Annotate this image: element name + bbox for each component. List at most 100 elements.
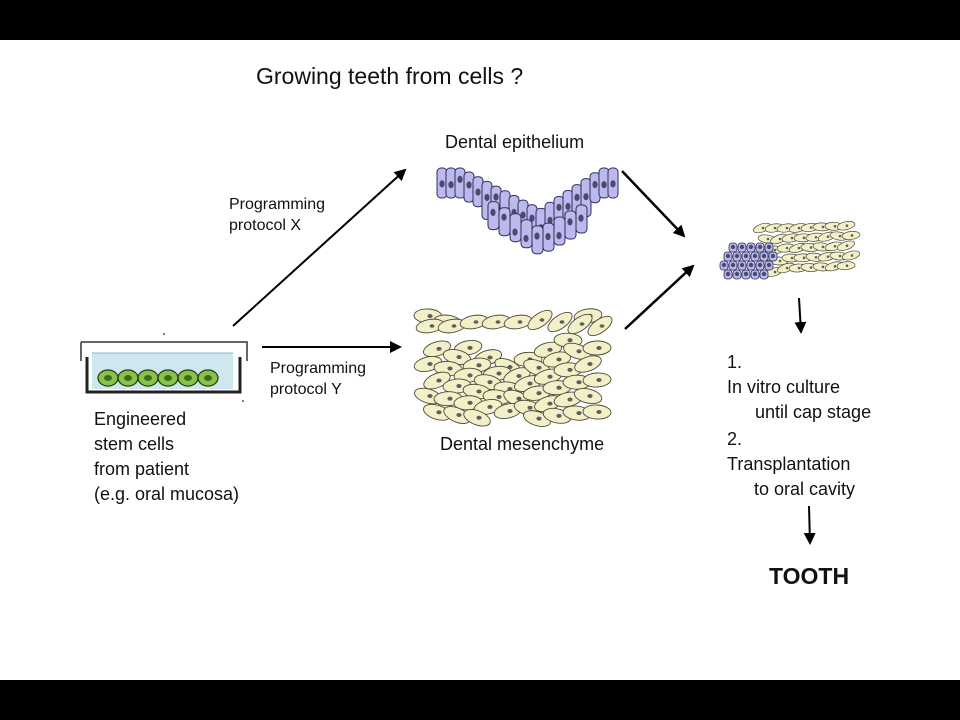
epithelium-nucleus bbox=[520, 211, 526, 219]
germ-epithelium-nucleus bbox=[748, 244, 754, 250]
germ-epithelium-nucleus bbox=[721, 262, 727, 268]
mesenchyme-nucleus bbox=[596, 378, 602, 382]
germ-mesenchyme-nucleus bbox=[826, 255, 830, 258]
protocol-x-label: Programming protocol X bbox=[229, 194, 325, 236]
germ-mesenchyme-nucleus bbox=[790, 256, 794, 260]
mesenchyme-nucleus bbox=[427, 314, 433, 318]
mesenchyme-nucleus bbox=[507, 409, 513, 414]
slide: Growing teeth from cells ? Engineered st… bbox=[0, 40, 960, 680]
mesenchyme-nucleus bbox=[467, 345, 473, 350]
germ-mesenchyme-nucleus bbox=[809, 246, 813, 249]
mesenchyme-nucleus bbox=[527, 381, 533, 386]
germ-mesenchyme-nucleus bbox=[845, 244, 849, 247]
germ-mesenchyme-nucleus bbox=[785, 246, 789, 250]
epithelium-nucleus bbox=[547, 216, 553, 224]
stem-cell-nucleus bbox=[144, 375, 152, 381]
epithelium-nucleus bbox=[523, 234, 529, 243]
tooth-result-label: TOOTH bbox=[769, 563, 850, 589]
epithelium-nucleus bbox=[610, 180, 616, 188]
germ-mesenchyme-nucleus bbox=[785, 266, 789, 270]
mesenchyme-nucleus bbox=[539, 318, 545, 322]
mesenchyme-nucleus bbox=[476, 363, 482, 368]
germ-mesenchyme-nucleus bbox=[821, 245, 825, 249]
germ-mesenchyme-nucleus bbox=[766, 237, 770, 241]
germ-mesenchyme-nucleus bbox=[850, 234, 854, 237]
source-line: Engineered bbox=[94, 409, 187, 429]
mesenchyme-nucleus bbox=[576, 349, 582, 354]
mesenchyme-nucleus bbox=[596, 410, 602, 414]
germ-mesenchyme-nucleus bbox=[833, 265, 837, 268]
epithelium-nucleus bbox=[592, 180, 598, 189]
germ-mesenchyme-nucleus bbox=[821, 225, 825, 229]
mesenchyme-nucleus bbox=[456, 413, 462, 418]
germ-mesenchyme-nucleus bbox=[833, 225, 837, 228]
germ-epithelium-nucleus bbox=[725, 253, 731, 259]
epithelium-nucleus bbox=[457, 175, 463, 183]
germ-epithelium-nucleus bbox=[766, 262, 772, 268]
dental-epithelium-tissue bbox=[436, 167, 619, 255]
mesenchyme-nucleus bbox=[599, 324, 605, 328]
arrow-mesenchyme-to-germ bbox=[624, 264, 695, 330]
germ-epithelium-nucleus bbox=[748, 262, 754, 268]
culture-dish bbox=[80, 333, 248, 402]
step-text: Transplantation bbox=[727, 454, 851, 474]
epithelium-nucleus bbox=[556, 203, 562, 211]
germ-epithelium-nucleus bbox=[725, 271, 731, 277]
germ-mesenchyme-nucleus bbox=[845, 264, 849, 267]
mesenchyme-nucleus bbox=[547, 374, 553, 379]
mesenchyme-nucleus bbox=[495, 320, 501, 324]
germ-mesenchyme-nucleus bbox=[773, 226, 777, 230]
mesenchyme-nucleus bbox=[587, 394, 593, 398]
germ-mesenchyme-nucleus bbox=[761, 226, 765, 230]
germ-mesenchyme-nucleus bbox=[850, 254, 854, 257]
step-text: to oral cavity bbox=[754, 479, 856, 499]
step-number: 1. bbox=[727, 352, 743, 372]
epithelium-nucleus bbox=[567, 218, 573, 226]
epithelium-nucleus bbox=[534, 232, 540, 240]
germ-mesenchyme-nucleus bbox=[809, 226, 813, 229]
mesenchyme-nucleus bbox=[436, 410, 442, 415]
tooth-germ-epithelium bbox=[719, 242, 778, 280]
epithelium-nucleus bbox=[475, 188, 481, 196]
epithelium-nucleus bbox=[448, 181, 454, 189]
protocol-y-label: Programming protocol Y bbox=[270, 358, 366, 400]
mesenchyme-nucleus bbox=[587, 362, 593, 366]
germ-mesenchyme-nucleus bbox=[778, 259, 782, 263]
mesenchyme-nucleus bbox=[556, 413, 562, 418]
dental-mesenchyme-label: Dental mesenchyme bbox=[440, 434, 605, 454]
protocol-x-line: protocol X bbox=[229, 217, 302, 234]
step-text: In vitro culture bbox=[727, 377, 841, 397]
germ-mesenchyme-nucleus bbox=[802, 256, 806, 260]
germ-mesenchyme-nucleus bbox=[797, 266, 801, 270]
epithelium-nucleus bbox=[490, 208, 496, 217]
stem-cell-nucleus bbox=[204, 375, 212, 381]
germ-epithelium-nucleus bbox=[739, 262, 745, 268]
mesenchyme-nucleus bbox=[547, 347, 553, 352]
mesenchyme-nucleus bbox=[467, 400, 473, 405]
mesenchyme-nucleus bbox=[447, 366, 453, 371]
arrow-germ-to-culture bbox=[794, 297, 807, 334]
epithelium-nucleus bbox=[439, 180, 445, 188]
mesenchyme-nucleus bbox=[527, 405, 533, 410]
mesenchyme-nucleus bbox=[579, 322, 585, 326]
epithelium-nucleus bbox=[583, 193, 589, 201]
germ-epithelium-nucleus bbox=[752, 271, 758, 277]
mesenchyme-nucleus bbox=[436, 378, 442, 383]
epithelium-cell bbox=[498, 207, 511, 237]
mesenchyme-nucleus bbox=[567, 397, 573, 402]
mesenchyme-nucleus bbox=[536, 391, 542, 396]
mesenchyme-nucleus bbox=[517, 320, 523, 324]
mesenchyme-nucleus bbox=[556, 357, 562, 362]
germ-epithelium-nucleus bbox=[739, 244, 745, 250]
page-title: Growing teeth from cells ? bbox=[256, 63, 524, 89]
germ-mesenchyme-nucleus bbox=[778, 237, 782, 241]
germ-mesenchyme-nucleus bbox=[773, 248, 777, 252]
protocol-y-line: Programming bbox=[270, 360, 367, 377]
step-number: 2. bbox=[727, 429, 743, 449]
arrow-epithelium-to-germ bbox=[621, 170, 686, 238]
arrow-to-tooth bbox=[803, 505, 816, 545]
mesenchyme-nucleus bbox=[473, 320, 479, 324]
epithelium-nucleus bbox=[545, 232, 551, 241]
stem-cell-nucleus bbox=[164, 375, 172, 381]
germ-epithelium-nucleus bbox=[743, 253, 749, 259]
